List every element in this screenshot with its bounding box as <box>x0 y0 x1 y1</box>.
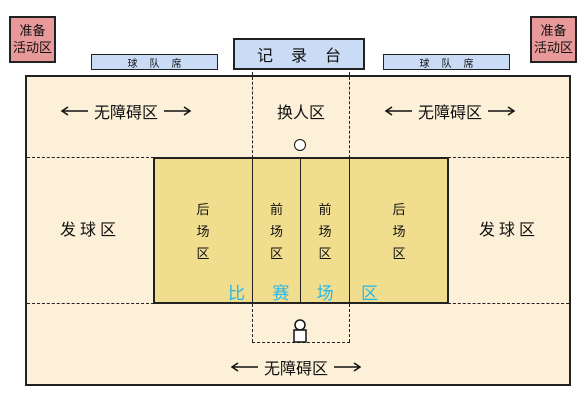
playing-area-char4: 区 <box>360 283 378 304</box>
back-court-left-label: 后 场 区 <box>154 200 252 266</box>
serve-zone-right-label: 发球区 <box>478 220 539 239</box>
playing-area-char1: 比 <box>228 283 245 304</box>
serve-line-top-left <box>27 157 154 158</box>
substitution-line-right <box>349 72 350 158</box>
arrow-left-icon <box>230 362 258 372</box>
back-court-left-char3: 区 <box>196 247 210 262</box>
substitution-zone-label: 换人区 <box>276 103 325 122</box>
back-court-left-char2: 场 <box>196 225 210 240</box>
serve-line-bottom-left <box>27 303 154 304</box>
scorer-table: 记录台 <box>233 38 365 70</box>
referee-stand-icon <box>293 319 307 343</box>
front-court-left-char1: 前 <box>269 203 283 218</box>
playing-area-char3: 场 <box>316 283 334 304</box>
front-court-right-char2: 场 <box>318 225 332 240</box>
lower-dash-right <box>349 304 350 342</box>
substitution-marker-icon <box>294 139 306 151</box>
front-court-left-char3: 区 <box>269 247 283 262</box>
team-bench-right: 球队席 <box>383 54 510 70</box>
front-court-left-label: 前 场 区 <box>253 200 300 266</box>
court <box>153 157 449 304</box>
arrow-right-icon <box>164 106 192 116</box>
warmup-left-line1: 准备 <box>19 23 46 39</box>
free-zone-top-right-text: 无障碍区 <box>418 103 483 122</box>
arrow-right-icon <box>488 106 516 116</box>
free-zone-bottom-text: 无障碍区 <box>264 359 329 378</box>
lower-dash-left <box>252 304 253 342</box>
free-zone-top-right-label: 无障碍区 <box>384 101 516 122</box>
warmup-right-line2: 活动区 <box>533 40 573 56</box>
serve-zone-left-label: 发球区 <box>59 220 120 239</box>
team-bench-left: 球队席 <box>91 54 218 70</box>
warmup-right-line1: 准备 <box>540 23 567 39</box>
front-court-left-char2: 场 <box>269 225 283 240</box>
free-zone-top-left-label: 无障碍区 <box>60 101 192 122</box>
back-court-right-char3: 区 <box>392 247 406 262</box>
front-court-right-label: 前 场 区 <box>301 200 349 266</box>
free-zone-top-left-text: 无障碍区 <box>94 103 159 122</box>
arrow-left-icon <box>384 106 412 116</box>
back-court-left-char1: 后 <box>196 203 210 218</box>
free-zone-bottom-label: 无障碍区 <box>230 357 362 378</box>
serve-line-top-right <box>448 157 569 158</box>
center-line <box>300 158 301 303</box>
front-court-right-char1: 前 <box>318 203 332 218</box>
substitution-line-left <box>252 72 253 158</box>
arrow-right-icon <box>334 362 362 372</box>
warmup-area-right: 准备 活动区 <box>530 16 577 63</box>
back-court-right-label: 后 场 区 <box>350 200 448 266</box>
back-court-right-char2: 场 <box>392 225 406 240</box>
front-court-right-char3: 区 <box>318 247 332 262</box>
playing-area-char2: 赛 <box>272 283 290 304</box>
serve-line-bottom-right <box>448 303 569 304</box>
attack-line-left <box>252 158 253 303</box>
attack-line-right <box>349 158 350 303</box>
arrow-left-icon <box>60 106 88 116</box>
warmup-left-line2: 活动区 <box>12 40 52 56</box>
back-court-right-char1: 后 <box>392 203 406 218</box>
playing-area-label: 比 赛 场 区 <box>228 280 378 304</box>
warmup-area-left: 准备 活动区 <box>9 16 56 63</box>
